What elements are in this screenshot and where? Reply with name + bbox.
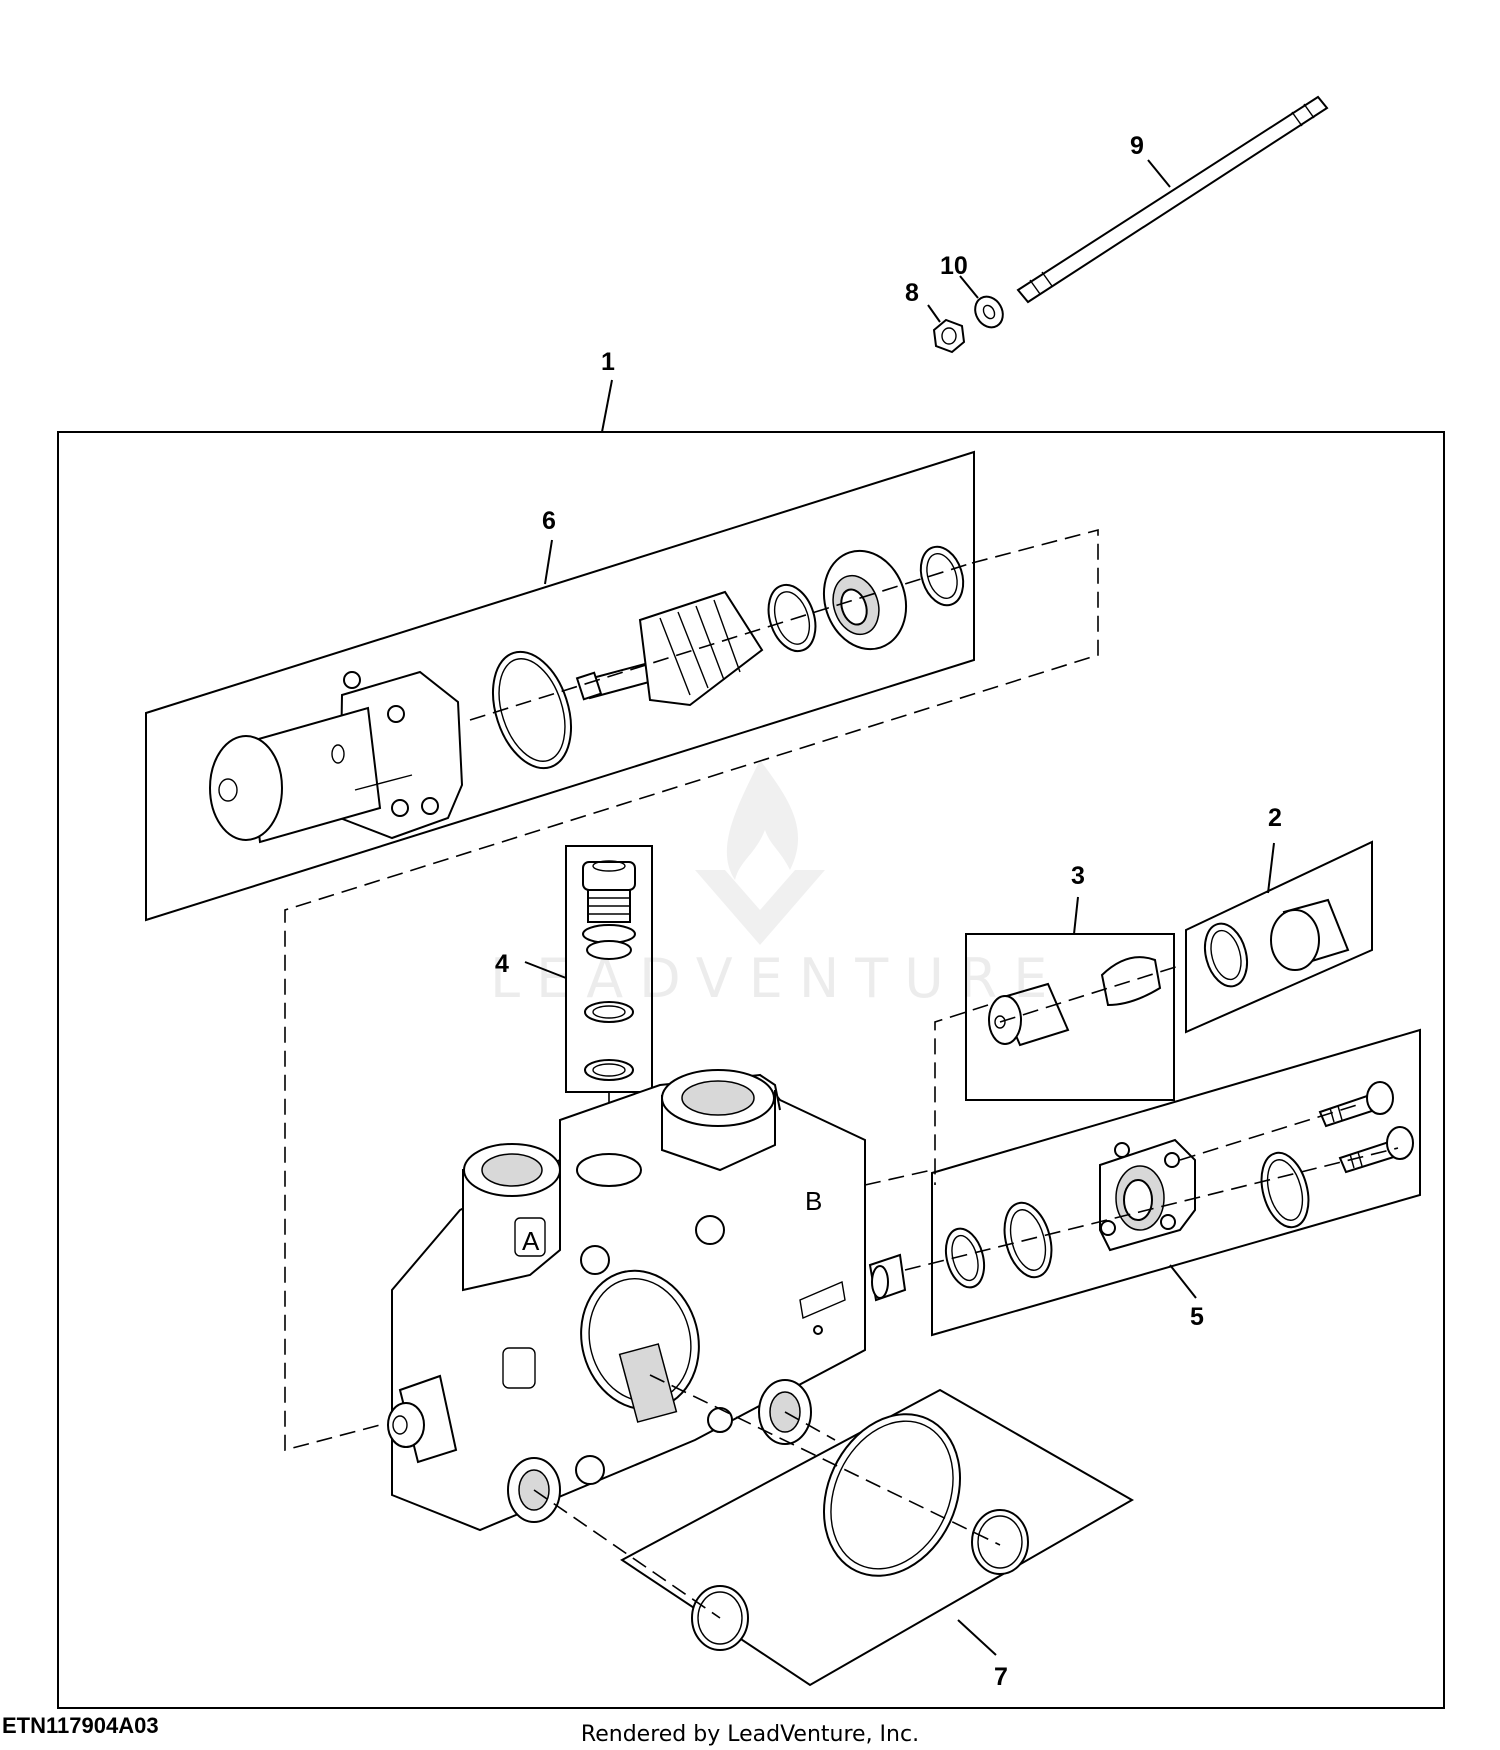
- dashed-guide-3: [934, 1004, 989, 1185]
- actuator-cap: [209, 670, 464, 844]
- callout-7[interactable]: 7: [994, 1663, 1008, 1691]
- dashed-guide-6: [284, 528, 1099, 1452]
- kit-panel-5: [931, 1028, 1421, 1337]
- render-credit: Rendered by LeadVenture, Inc.: [580, 1722, 920, 1747]
- leader-1: [601, 379, 613, 433]
- leader-10: [959, 275, 979, 299]
- callout-9[interactable]: 9: [1130, 132, 1144, 160]
- callout-3[interactable]: 3: [1071, 862, 1085, 890]
- assembly-frame: [57, 431, 1445, 1709]
- leader-4: [524, 961, 567, 979]
- o-ring-end: [919, 545, 965, 607]
- spool-end: [868, 1253, 907, 1302]
- washer: [974, 295, 1004, 329]
- leader-6: [544, 539, 553, 585]
- kit-panel-7: [620, 1388, 1135, 1687]
- valve-housing: [387, 1069, 866, 1532]
- leader-8: [927, 304, 941, 323]
- flange-cover: [1099, 1138, 1196, 1252]
- kit-panel-2: [1185, 840, 1373, 1034]
- relief-poppet: [988, 982, 1070, 1047]
- callout-2[interactable]: 2: [1268, 804, 1282, 832]
- callout-10[interactable]: 10: [940, 252, 968, 280]
- relief-spring: [1100, 956, 1162, 1007]
- callout-6[interactable]: 6: [542, 507, 556, 535]
- callout-1[interactable]: 1: [601, 348, 615, 376]
- check-valve-poppet: [582, 860, 636, 960]
- port-label-b: B: [805, 1186, 822, 1216]
- o-ring-4b: [584, 1059, 634, 1081]
- o-ring-4a: [584, 1001, 634, 1023]
- leader-2: [1267, 842, 1275, 894]
- leader-9: [1147, 159, 1171, 188]
- leader-3: [1073, 896, 1079, 935]
- spool-spring: [575, 590, 764, 707]
- o-ring-7-large: [822, 1413, 962, 1577]
- o-ring-2: [1203, 922, 1249, 988]
- figure-id: ETN117904A03: [2, 1713, 159, 1738]
- callout-4[interactable]: 4: [495, 950, 509, 978]
- kit-panel-3: [965, 933, 1175, 1101]
- hex-nut: [932, 318, 966, 354]
- cap-screw-upper: [1318, 1081, 1394, 1128]
- seal-retainer: [822, 549, 908, 651]
- o-ring-small: [767, 583, 817, 653]
- tie-rod: [1016, 95, 1329, 304]
- callout-5[interactable]: 5: [1190, 1303, 1204, 1331]
- callout-8[interactable]: 8: [905, 279, 919, 307]
- leader-5: [1169, 1264, 1197, 1299]
- plug: [1270, 898, 1350, 971]
- port-label-a: A: [522, 1226, 540, 1256]
- o-ring-5c: [1260, 1151, 1310, 1229]
- o-ring-5a: [944, 1227, 986, 1289]
- cap-screw-lower: [1338, 1126, 1414, 1174]
- o-ring-7a: [971, 1509, 1029, 1575]
- kit-panel-6: [145, 450, 975, 922]
- leader-7: [957, 1619, 997, 1656]
